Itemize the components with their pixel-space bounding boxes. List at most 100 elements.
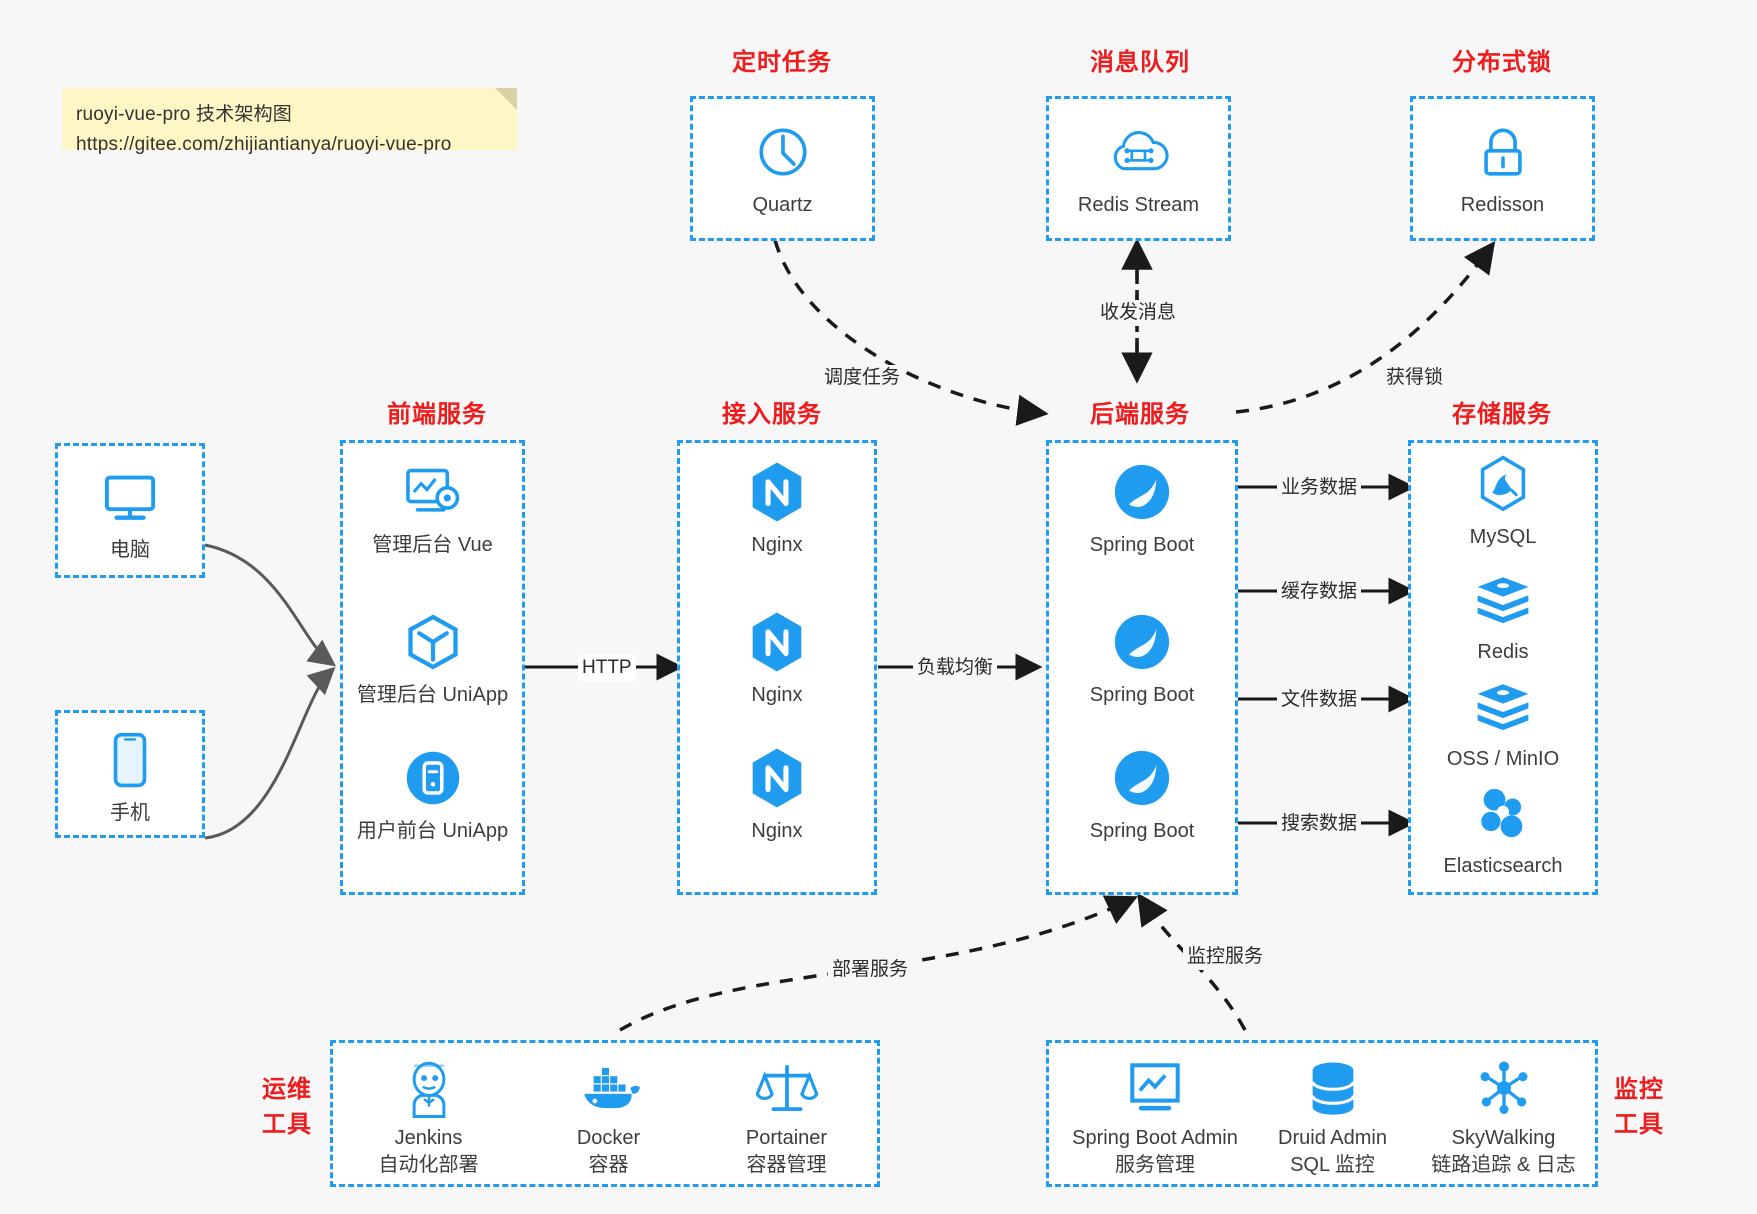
- node-spring-boot-1[interactable]: Spring Boot: [1049, 461, 1235, 559]
- node-nginx-1[interactable]: Nginx: [680, 461, 874, 559]
- node-user-uniapp[interactable]: 用户前台 UniApp: [343, 747, 522, 845]
- dashboard-vue-icon: [343, 461, 522, 523]
- nginx-icon: [680, 461, 874, 523]
- node-mobile[interactable]: 手机: [58, 729, 202, 827]
- edge-label-file-data: 文件数据: [1277, 687, 1362, 713]
- node-label: Spring Boot: [1089, 534, 1195, 556]
- node-label: Spring Boot Admin: [1072, 1127, 1238, 1149]
- node-desc: SQL 监控: [1290, 1154, 1375, 1176]
- node-desc: 链路追踪 & 日志: [1431, 1154, 1576, 1176]
- node-label: OSS / MinIO: [1446, 748, 1560, 770]
- node-oss-minio[interactable]: OSS / MinIO: [1411, 675, 1595, 773]
- edge-label-load-balance: 负载均衡: [913, 655, 998, 681]
- group-box-frontend: 管理后台 Vue 管理后台 UniApp 用户前台 UniApp: [340, 440, 525, 895]
- mysql-icon: [1411, 453, 1595, 515]
- lock-icon: [1413, 121, 1592, 183]
- app-icon: [343, 747, 522, 809]
- edge-label-send-receive-msg: 收发消息: [1096, 300, 1181, 326]
- note-url: https://gitee.com/zhijiantianya/ruoyi-vu…: [76, 134, 452, 155]
- node-desc: 容器: [588, 1154, 629, 1176]
- node-label: Druid Admin: [1278, 1127, 1387, 1149]
- node-quartz[interactable]: Quartz: [693, 121, 872, 219]
- node-label: SkyWalking: [1451, 1127, 1556, 1149]
- edge-label-http: HTTP: [578, 655, 636, 681]
- edge-label-business-data: 业务数据: [1277, 475, 1362, 501]
- node-skywalking[interactable]: SkyWalking 链路追踪 & 日志: [1411, 1057, 1596, 1179]
- edge-label-acquire-lock: 获得锁: [1382, 365, 1448, 391]
- group-label-lock: 分布式锁: [1452, 49, 1552, 76]
- node-label: 管理后台 UniApp: [356, 684, 509, 706]
- node-mysql[interactable]: MySQL: [1411, 453, 1595, 551]
- edge-label-search-data: 搜索数据: [1277, 811, 1362, 837]
- node-label: Nginx: [751, 534, 803, 556]
- node-label: 管理后台 Vue: [372, 534, 493, 556]
- node-desc: 容器管理: [746, 1154, 827, 1176]
- cloud-stream-icon: [1049, 121, 1228, 183]
- node-docker[interactable]: Docker 容器: [521, 1057, 696, 1179]
- group-box-scheduled: Quartz: [690, 96, 875, 241]
- node-label: Quartz: [752, 194, 813, 216]
- node-desc: 服务管理: [1115, 1154, 1195, 1176]
- node-redis[interactable]: Redis: [1411, 568, 1595, 666]
- diagram-note: ruoyi-vue-pro 技术架构图 https://gitee.com/zh…: [62, 88, 517, 155]
- edge-label-cache-data: 缓存数据: [1277, 579, 1362, 605]
- spring-boot-icon: [1049, 461, 1235, 523]
- jenkins-icon: [341, 1057, 516, 1119]
- node-label: 用户前台 UniApp: [356, 820, 509, 842]
- node-label: Elasticsearch: [1443, 855, 1563, 877]
- node-druid-admin[interactable]: Druid Admin SQL 监控: [1245, 1057, 1420, 1179]
- group-label-devops-1: 运维: [262, 1076, 312, 1103]
- node-admin-vue[interactable]: 管理后台 Vue: [343, 461, 522, 559]
- nginx-icon: [680, 747, 874, 809]
- group-label-frontend: 前端服务: [387, 401, 487, 428]
- group-label-backend: 后端服务: [1090, 401, 1190, 428]
- edge-label-schedule-task: 调度任务: [820, 365, 905, 391]
- group-label-devops-2: 工具: [262, 1111, 312, 1138]
- node-redisson[interactable]: Redisson: [1413, 121, 1592, 219]
- node-elasticsearch[interactable]: Elasticsearch: [1411, 782, 1595, 880]
- node-redis-stream[interactable]: Redis Stream: [1049, 121, 1228, 219]
- node-jenkins[interactable]: Jenkins 自动化部署: [341, 1057, 516, 1179]
- node-label: 手机: [110, 802, 150, 824]
- node-portainer[interactable]: Portainer 容器管理: [699, 1057, 874, 1179]
- node-label: Spring Boot: [1089, 820, 1195, 842]
- note-fold-icon: [495, 88, 517, 110]
- node-desc: 自动化部署: [378, 1154, 479, 1176]
- node-nginx-3[interactable]: Nginx: [680, 747, 874, 845]
- group-box-gateway: Nginx Nginx Nginx: [677, 440, 877, 895]
- node-spring-boot-3[interactable]: Spring Boot: [1049, 747, 1235, 845]
- node-label: Jenkins: [394, 1127, 463, 1149]
- monitor-screen-icon: [1055, 1057, 1255, 1119]
- oss-icon: [1411, 675, 1595, 737]
- node-spring-boot-2[interactable]: Spring Boot: [1049, 611, 1235, 709]
- group-box-backend: Spring Boot Spring Boot Spring Boot: [1046, 440, 1238, 895]
- node-label: Redisson: [1460, 194, 1545, 216]
- group-box-lock: Redisson: [1410, 96, 1595, 241]
- spring-boot-icon: [1049, 747, 1235, 809]
- group-box-devops: Jenkins 自动化部署 Docker 容器: [330, 1040, 880, 1187]
- node-label: Redis Stream: [1077, 194, 1200, 216]
- node-pc[interactable]: 电脑: [58, 466, 202, 564]
- group-label-mq: 消息队列: [1090, 49, 1190, 76]
- note-title: ruoyi-vue-pro 技术架构图: [76, 104, 293, 125]
- group-label-gateway: 接入服务: [722, 401, 822, 428]
- group-box-mobile: 手机: [55, 710, 205, 838]
- node-label: Spring Boot: [1089, 684, 1195, 706]
- node-admin-uniapp[interactable]: 管理后台 UniApp: [343, 611, 522, 709]
- group-box-mq: Redis Stream: [1046, 96, 1231, 241]
- elasticsearch-icon: [1411, 782, 1595, 844]
- desktop-icon: [58, 466, 202, 528]
- node-nginx-2[interactable]: Nginx: [680, 611, 874, 709]
- skywalking-icon: [1411, 1057, 1596, 1119]
- database-icon: [1245, 1057, 1420, 1119]
- node-label: Nginx: [751, 820, 803, 842]
- edge-label-deploy-service: 部署服务: [828, 957, 913, 983]
- edge-label-monitor-service: 监控服务: [1183, 944, 1268, 970]
- group-box-monitor: Spring Boot Admin 服务管理 Druid Admin SQL 监…: [1046, 1040, 1598, 1187]
- node-spring-boot-admin[interactable]: Spring Boot Admin 服务管理: [1055, 1057, 1255, 1179]
- spring-boot-icon: [1049, 611, 1235, 673]
- phone-icon: [58, 729, 202, 791]
- group-label-monitor-1: 监控: [1614, 1076, 1664, 1103]
- group-box-storage: MySQL Redis OSS: [1408, 440, 1598, 895]
- node-label: MySQL: [1469, 526, 1537, 548]
